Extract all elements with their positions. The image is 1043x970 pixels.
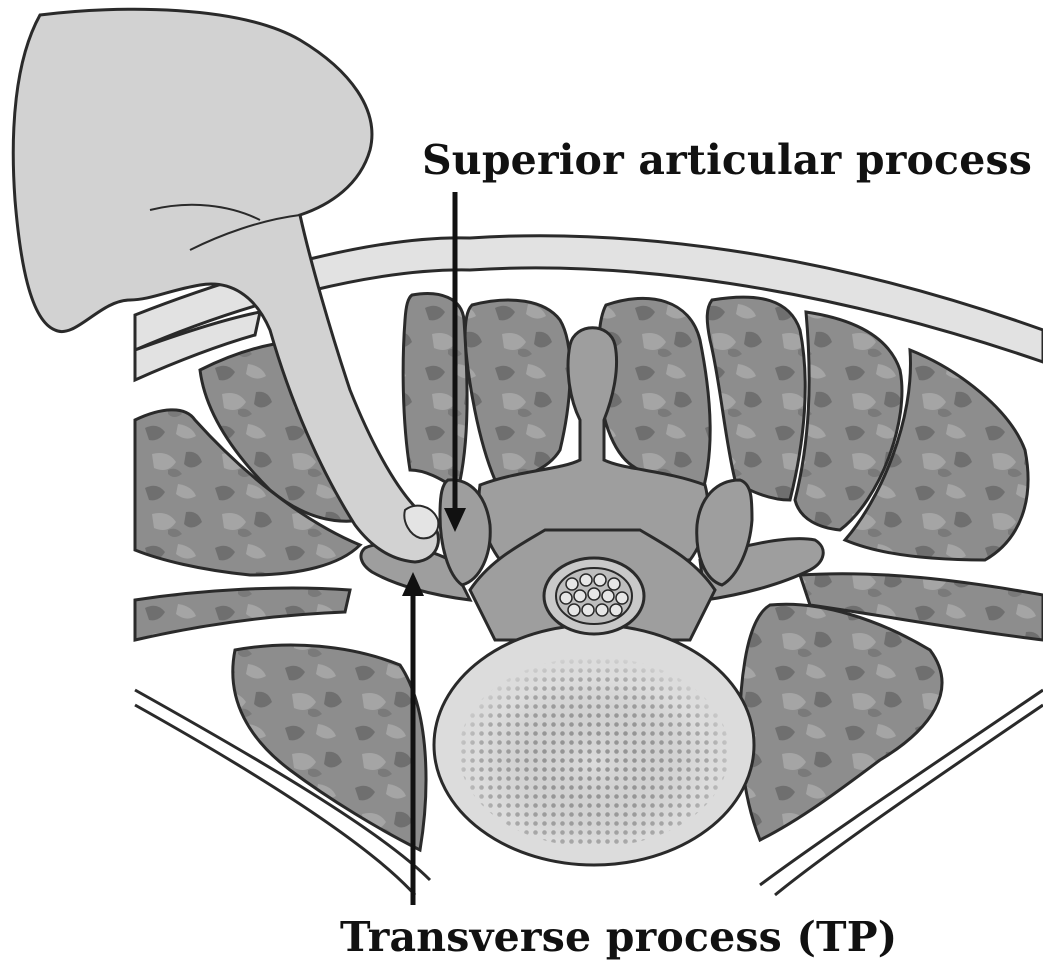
flank-muscle-left (135, 588, 350, 640)
multifidus-left (465, 300, 570, 480)
cauda-equina-roots (560, 574, 628, 616)
longissimus-right (707, 297, 805, 500)
label-transverse-process: Transverse process (TP) (340, 913, 897, 961)
psoas-left (233, 645, 426, 850)
label-superior-articular-process: Superior articular process (422, 136, 1032, 184)
psoas-right (740, 604, 942, 840)
longissimus-left (403, 294, 467, 490)
